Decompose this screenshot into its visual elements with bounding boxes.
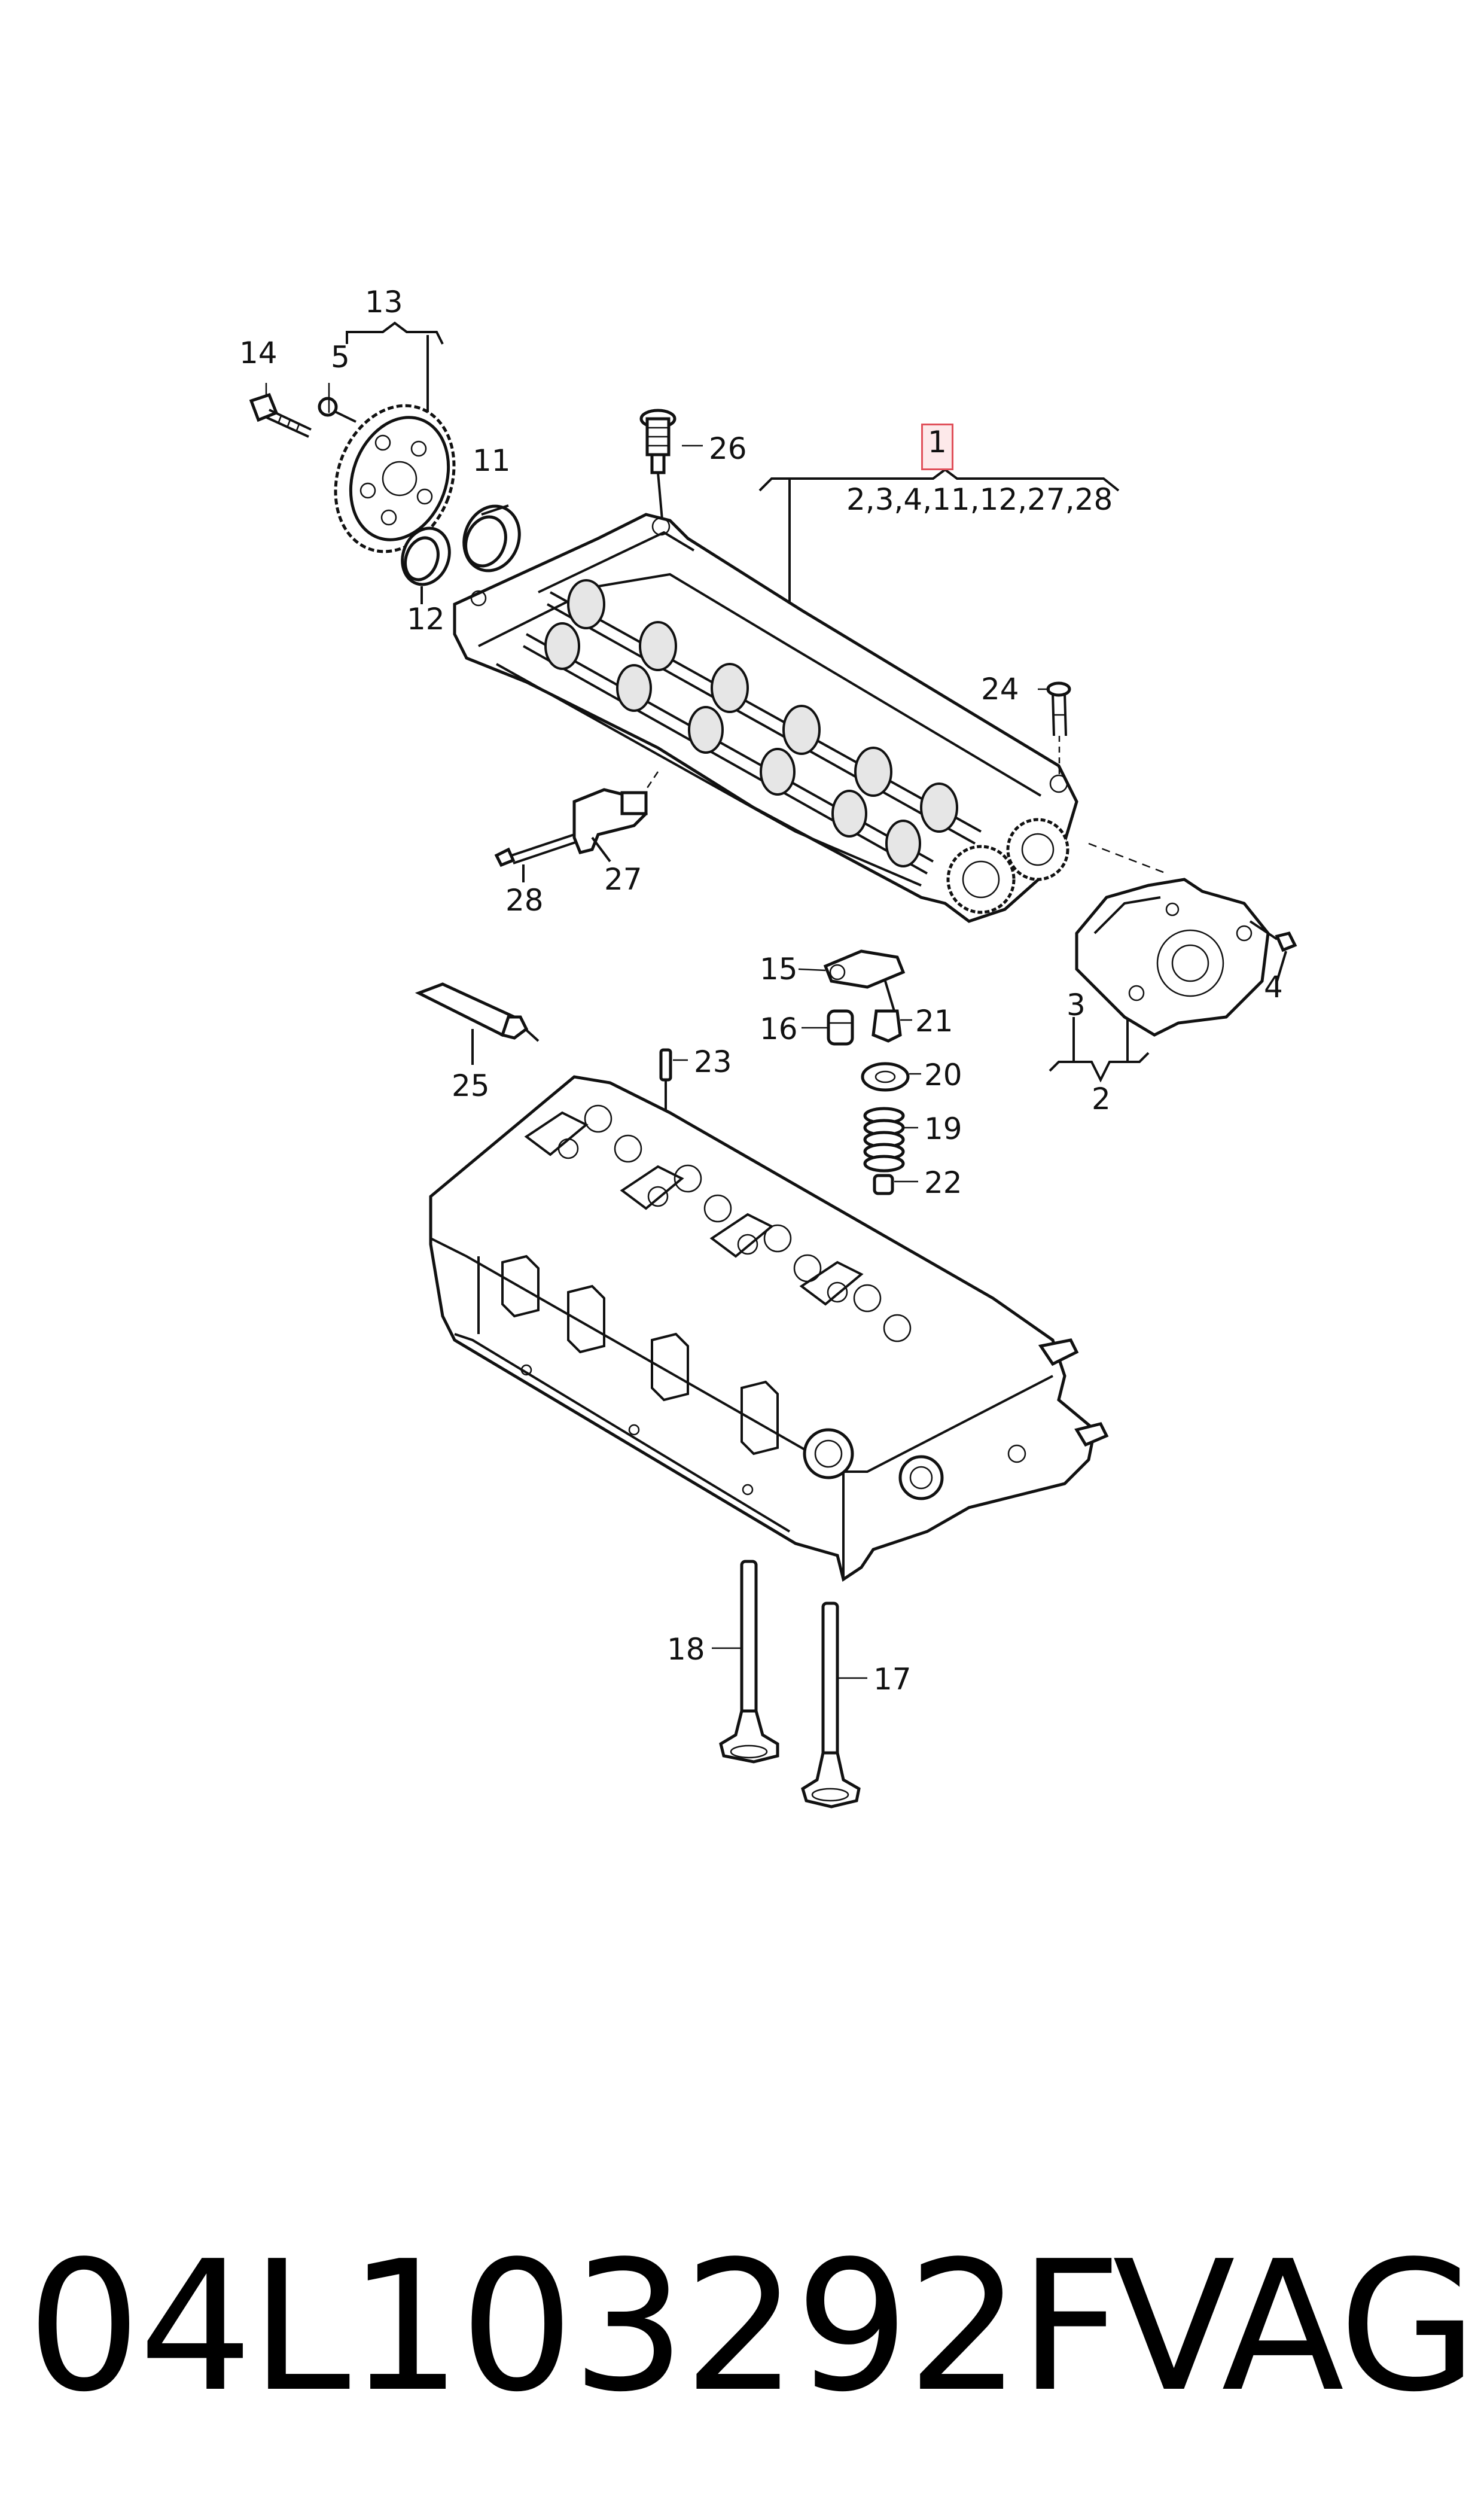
bolt-26-drawing bbox=[639, 409, 677, 527]
callout-11: 11 bbox=[473, 443, 511, 478]
sensor-27-drawing bbox=[572, 771, 659, 863]
cylinder-head-drawing bbox=[429, 1075, 1109, 1582]
cover-plate-drawing bbox=[1075, 842, 1270, 1037]
group-1-highlight bbox=[921, 424, 953, 470]
callout-28: 28 bbox=[505, 883, 544, 918]
callout-14: 14 bbox=[239, 336, 278, 370]
camshaft-housing-drawing bbox=[453, 513, 1078, 923]
callout-17: 17 bbox=[873, 1662, 912, 1697]
sealant-tube-drawing bbox=[415, 982, 540, 1065]
callout-2: 2 bbox=[1092, 1082, 1111, 1116]
retainer-21-drawing bbox=[871, 1009, 902, 1043]
callout-26: 26 bbox=[709, 431, 747, 466]
seal-11-drawing bbox=[462, 504, 521, 573]
callout-19: 19 bbox=[924, 1112, 962, 1146]
callout-15: 15 bbox=[760, 952, 798, 987]
bolt-4-drawing bbox=[1249, 920, 1297, 982]
group-13-bracket bbox=[346, 321, 444, 413]
sprocket-drawing bbox=[334, 404, 456, 553]
callout-4: 4 bbox=[1264, 970, 1283, 1004]
group-1-contents: 2,3,4,11,12,27,28 bbox=[846, 482, 1113, 517]
callout-22: 22 bbox=[924, 1165, 962, 1200]
callout-13: 13 bbox=[365, 285, 403, 319]
callout-25: 25 bbox=[452, 1068, 490, 1103]
callout-1[interactable]: 1 bbox=[928, 425, 947, 459]
part-number: 04L103292F bbox=[27, 2222, 1122, 2431]
lifter-16-drawing bbox=[827, 1009, 854, 1046]
callout-5: 5 bbox=[331, 340, 350, 374]
leader-lines bbox=[265, 383, 1050, 1679]
callout-21: 21 bbox=[915, 1004, 953, 1039]
valve-spring-19-drawing bbox=[863, 1107, 905, 1173]
callout-16: 16 bbox=[760, 1012, 798, 1046]
seal-12-drawing bbox=[401, 526, 451, 604]
callout-24: 24 bbox=[981, 672, 1019, 707]
callout-18: 18 bbox=[667, 1632, 705, 1667]
rocker-arm-15-drawing bbox=[823, 949, 906, 1012]
callout-27: 27 bbox=[604, 862, 642, 897]
brand-name: VAG bbox=[1113, 2222, 1477, 2431]
valve-18-drawing bbox=[719, 1560, 779, 1764]
callout-3: 3 bbox=[1066, 988, 1086, 1022]
camshaft-upper bbox=[547, 579, 982, 845]
bolt-14-drawing bbox=[249, 392, 312, 438]
callout-12: 12 bbox=[407, 602, 445, 637]
callout-20: 20 bbox=[924, 1058, 962, 1092]
valve-17-drawing bbox=[801, 1601, 861, 1808]
bolt-5-drawing bbox=[318, 397, 356, 423]
camshaft-lower bbox=[523, 622, 934, 875]
pin-23-drawing bbox=[659, 1048, 672, 1116]
bolt-28-drawing bbox=[494, 833, 576, 882]
spring-seat-20-drawing bbox=[861, 1062, 910, 1092]
valve-seal-22-drawing bbox=[873, 1174, 894, 1195]
callout-23: 23 bbox=[694, 1045, 732, 1079]
